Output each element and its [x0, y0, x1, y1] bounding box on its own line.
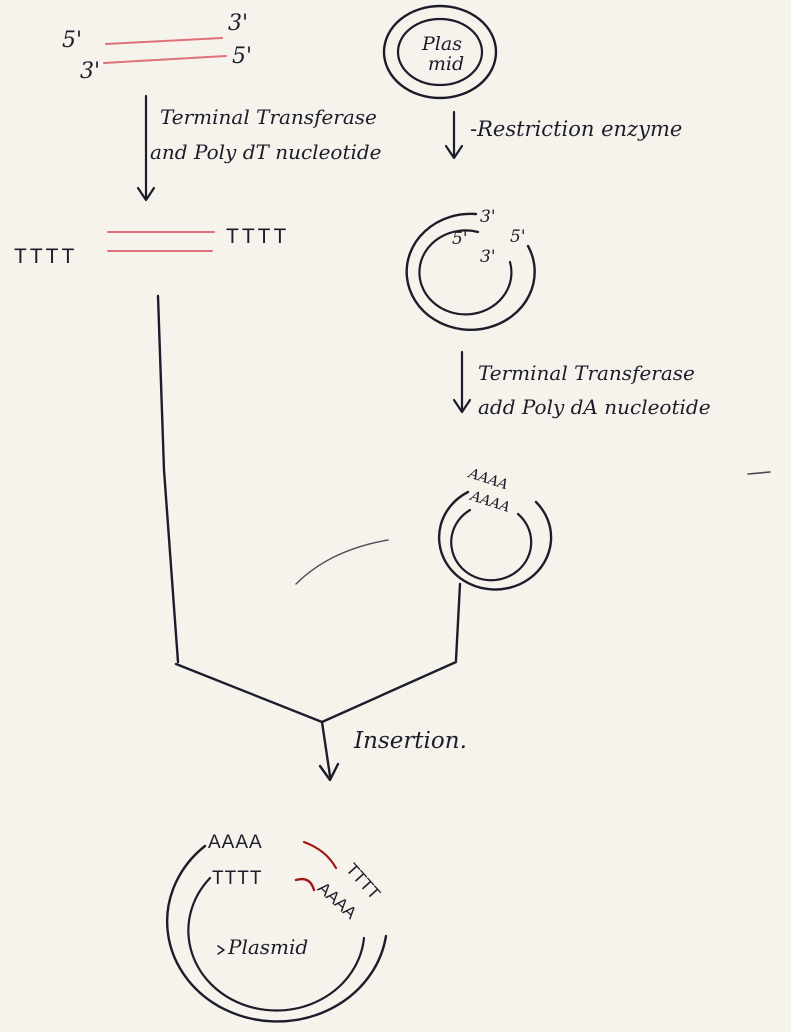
tailed-right-tail: TTTT: [226, 225, 289, 248]
center-marker-icon: [218, 946, 224, 954]
dna-top-5-label: 5': [62, 28, 82, 53]
tailed-fragment: TTTT TTTT: [14, 225, 289, 268]
stray-pen-mark: [296, 540, 388, 584]
cut-label-3-top: 3': [480, 207, 496, 227]
step-merge-label: Insertion.: [353, 728, 467, 754]
step-arrow-plasmid: [454, 352, 470, 412]
step-left-line2: and Poly dT nucleotide: [150, 140, 382, 164]
step-plasmid-line2: add Poly dA nucleotide: [478, 395, 711, 419]
step-left-line1: Terminal Transferase: [160, 105, 377, 129]
dna-top-3-label: 3': [228, 11, 248, 36]
tailed-left-tail: TTTT: [14, 245, 77, 268]
tailed-plasmid-outer-tail: AAAA: [465, 465, 510, 493]
cut-label-3-bottom: 3': [480, 247, 496, 267]
insertion-arrow: [322, 722, 330, 776]
tailed-plasmid-inner-ring: [451, 510, 531, 580]
cut-label-5-right: 5': [510, 227, 526, 247]
recombinant-inner-left-tail: TTTT: [212, 868, 262, 889]
plasmid-cut: 3' 5' 5' 3': [407, 207, 535, 330]
tailed-plasmid: AAAA AAAA: [439, 465, 551, 590]
base-pair-link-inner: [296, 879, 314, 890]
merge-line-left: [158, 296, 178, 662]
step-plasmid-line1: Terminal Transferase: [478, 361, 695, 385]
recombinant-top-tail: AAAA: [208, 832, 263, 853]
recombinant-center-label: Plasmid: [227, 935, 308, 959]
plasmid-intact: Plas mid: [384, 6, 496, 98]
plasmid-label-line1: Plas: [421, 33, 462, 55]
dna-bottom-3-label: 3': [80, 59, 100, 84]
stray-dash-mark: [748, 472, 770, 474]
plasmid-label-line2: mid: [428, 53, 464, 75]
base-pair-link-top: [304, 842, 336, 868]
dna-top-strand: [106, 38, 222, 44]
step-right-label: -Restriction enzyme: [470, 117, 682, 141]
merge-line-right: [456, 584, 460, 660]
merge-lines: [158, 296, 460, 780]
dna-bottom-strand: [104, 56, 226, 63]
step-arrow-right: [446, 112, 462, 158]
dna-fragment: 5' 3' 3' 5': [62, 11, 252, 84]
dna-bottom-5-label: 5': [232, 44, 252, 69]
recombinant-plasmid: AAAA TTTT TTTT AAAA Plasmid: [167, 832, 386, 1021]
cut-label-5-left: 5': [452, 229, 468, 249]
